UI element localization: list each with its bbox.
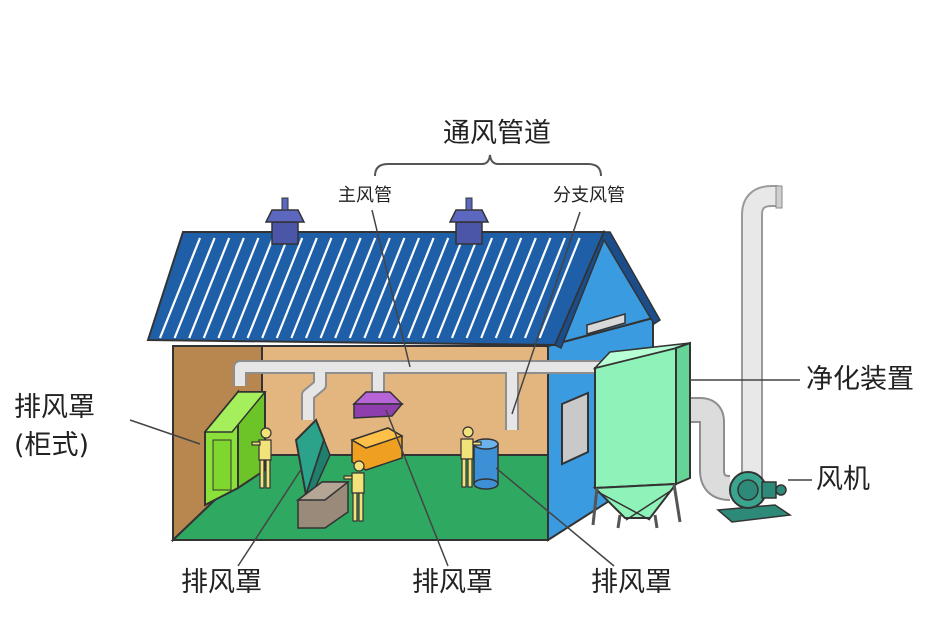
roof-stripe: [188, 237, 231, 339]
fan-unit: [716, 471, 793, 523]
roof-ventilator-left: [264, 197, 306, 245]
duct-system-brace: [374, 154, 602, 177]
roof-stripe: [319, 237, 362, 339]
roof-stripe: [246, 237, 289, 339]
cabinet-hood-label-line1: 排风罩: [14, 392, 95, 423]
roof-stripe: [480, 237, 523, 339]
roof-stripe: [275, 237, 318, 339]
duct-network: [233, 360, 731, 501]
cabinet-exhaust-hood: [203, 389, 267, 507]
workbench-gray: [295, 481, 351, 529]
roof-stripe: [290, 237, 333, 339]
roof-stripe: [304, 237, 348, 339]
roof-stripe: [407, 237, 450, 339]
roof-stripe: [158, 237, 202, 339]
fan-label: 风机: [816, 464, 870, 495]
roof-stripe: [509, 237, 552, 339]
roof-stripe: [173, 237, 216, 339]
worker-3: [460, 426, 482, 488]
leader-lines: [129, 209, 812, 567]
roof: [146, 231, 661, 350]
worker-2: [343, 460, 365, 522]
roof-stripe: [465, 237, 508, 339]
branch-duct-label: 分支风管: [553, 185, 625, 206]
roof-stripe: [450, 237, 494, 339]
roof-stripe: [436, 237, 479, 339]
roof-stripe: [377, 237, 421, 339]
side-window: [561, 391, 589, 466]
roof-stripe: [231, 237, 275, 339]
hood-right-label: 排风罩: [591, 567, 672, 598]
main-duct-label: 主风管: [338, 185, 392, 206]
purifier-label: 净化装置: [806, 364, 914, 395]
hood-center-label: 排风罩: [412, 567, 493, 598]
orange-machine: [350, 427, 404, 471]
exhaust-stack: [741, 185, 783, 495]
roof-stripe: [261, 237, 304, 339]
roof-stripe: [202, 237, 245, 339]
roof-stripe: [523, 237, 567, 339]
purifier-unit: [591, 341, 691, 529]
canopy-exhaust-hood: [352, 391, 404, 419]
roof-stripe: [494, 237, 537, 339]
gable-vent: [586, 313, 626, 335]
roof-stripe: [392, 237, 435, 339]
worker-1: [251, 427, 272, 489]
roof-stripe: [538, 237, 581, 339]
roof-stripe: [363, 237, 406, 339]
roof-stripe: [334, 237, 377, 339]
roof-stripe: [217, 237, 260, 339]
roof-stripe: [421, 237, 464, 339]
blue-barrel: [473, 438, 499, 490]
hood-left-label: 排风罩: [181, 567, 262, 598]
side-exhaust-hood: [294, 418, 331, 496]
cabinet-hood-label-line2: (柜式): [14, 430, 90, 461]
duct-system-label: 通风管道: [443, 118, 551, 149]
roof-ventilator-right: [448, 197, 490, 245]
